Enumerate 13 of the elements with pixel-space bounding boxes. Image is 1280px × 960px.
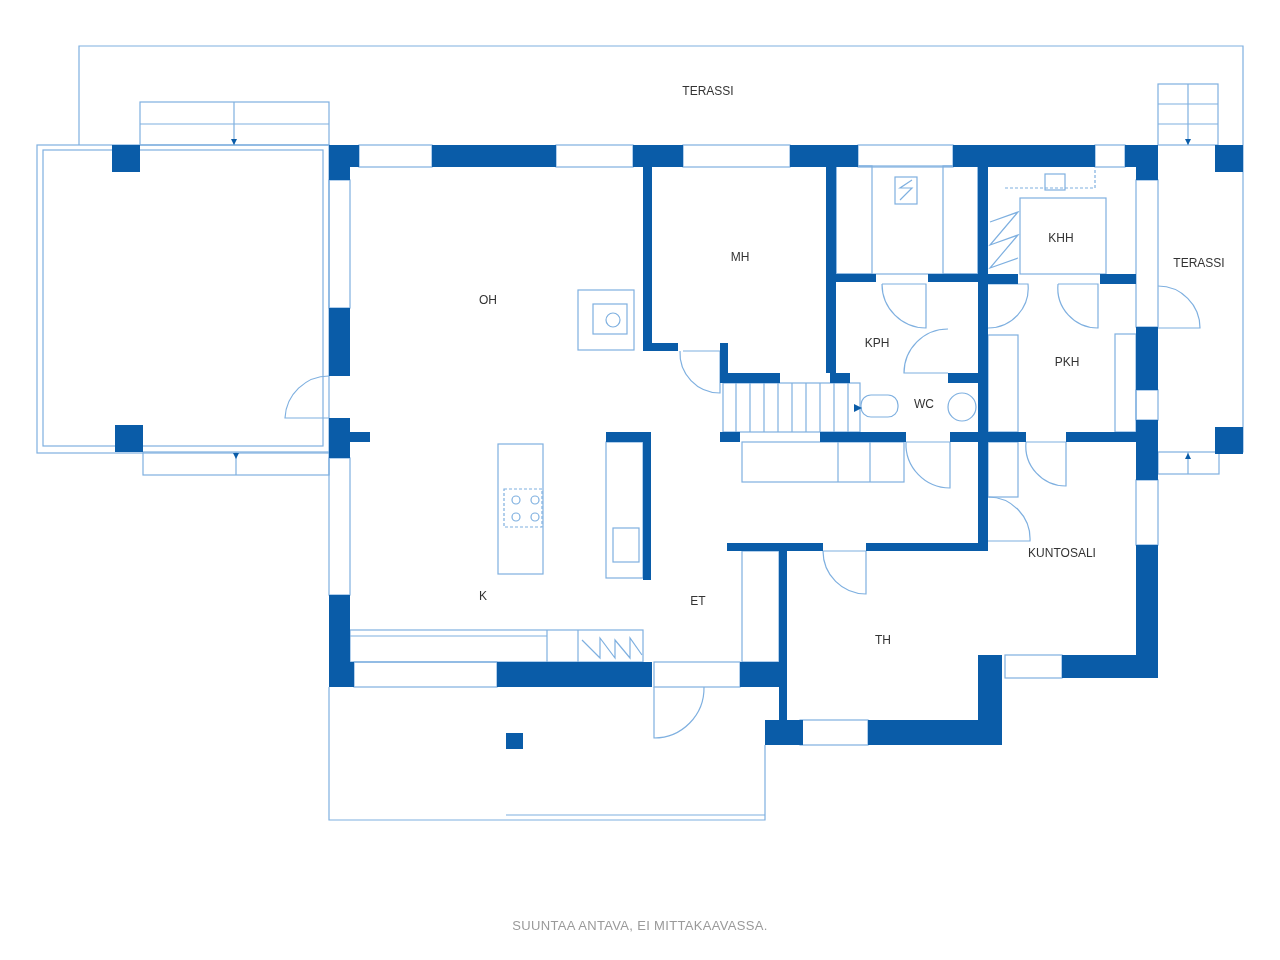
room-label: K — [479, 588, 487, 605]
room-label: KHH — [1048, 230, 1074, 247]
room-label: TERASSI — [682, 83, 734, 100]
room-label: KUNTOSALI — [1028, 545, 1096, 562]
room-label: TERASSI — [1173, 255, 1225, 272]
room-label: OH — [479, 292, 497, 309]
room-label: PKH — [1054, 354, 1080, 371]
room-label: ET — [690, 593, 706, 610]
room-label: KPH — [864, 335, 890, 352]
room-label: MH — [730, 249, 750, 266]
room-label: WC — [914, 396, 934, 413]
room-label: TH — [875, 632, 891, 649]
disclaimer-note: SUUNTAA ANTAVA, EI MITTAKAAVASSA. — [512, 917, 768, 936]
